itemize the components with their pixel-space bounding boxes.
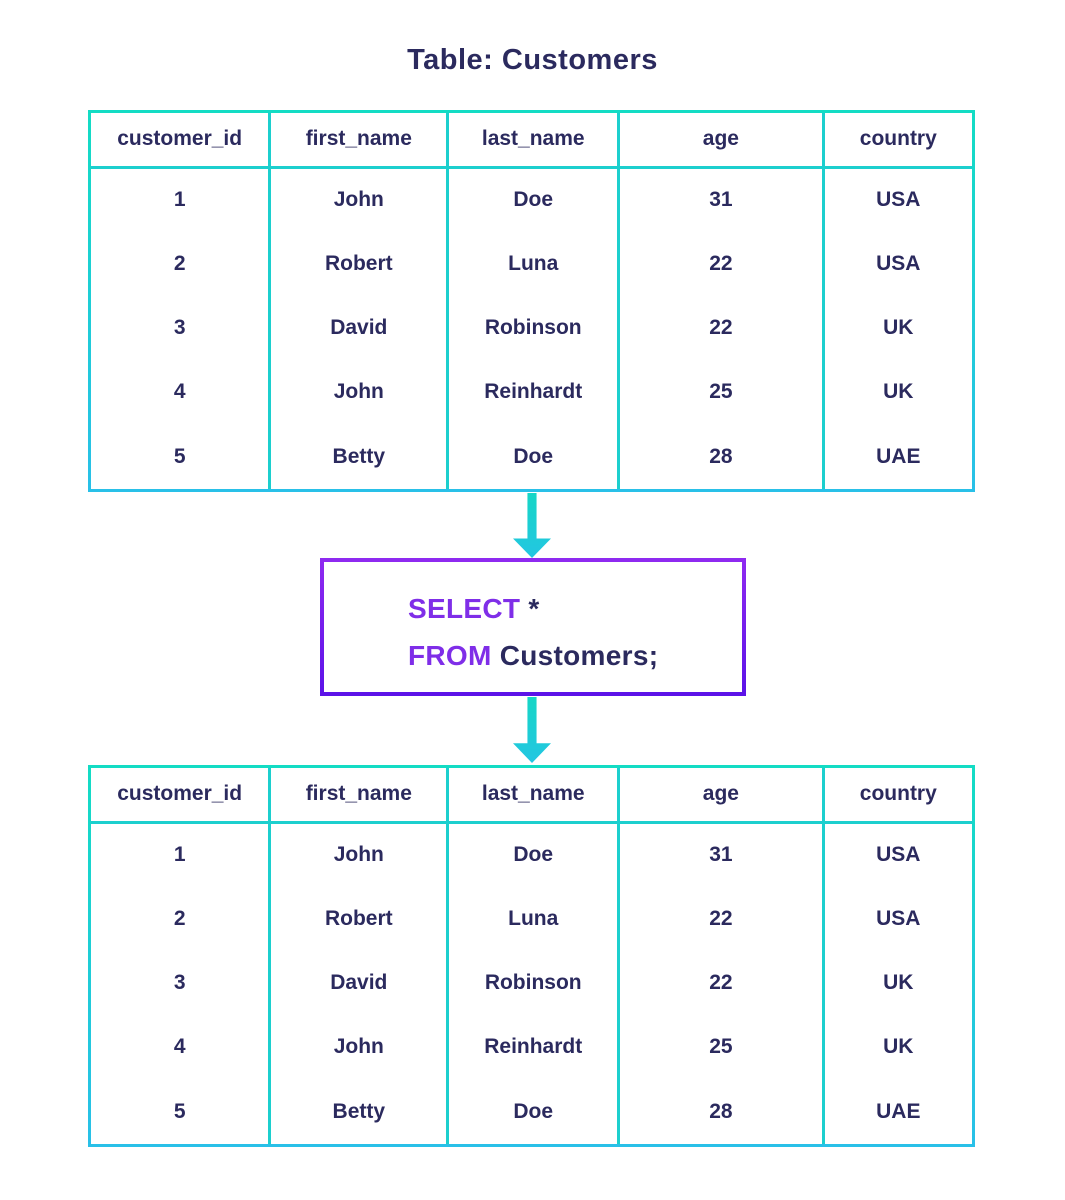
table-cell: Robinson — [446, 295, 621, 361]
table-cell: Doe — [446, 822, 621, 887]
sql-keyword-from: FROM — [408, 640, 492, 671]
table-cell: UAE — [821, 424, 972, 489]
table-cell: USA — [821, 231, 972, 296]
table-cell: Betty — [268, 1079, 450, 1144]
table-cell: David — [268, 950, 450, 1016]
column-header-first_name: first_name — [268, 113, 450, 169]
table-cell: Robert — [268, 231, 450, 296]
table-cell: Robinson — [446, 950, 621, 1016]
table-cell: John — [268, 822, 450, 887]
column-header-age: age — [617, 768, 825, 824]
table-cell: 22 — [617, 886, 825, 951]
table-cell: Betty — [268, 424, 450, 489]
column-header-country: country — [821, 113, 972, 169]
table-cell: UK — [821, 1015, 972, 1080]
table-cell: 22 — [617, 295, 825, 361]
table-cell: 31 — [617, 167, 825, 232]
column-header-customer_id: customer_id — [91, 113, 272, 169]
table-cell: John — [268, 360, 450, 425]
column-header-last_name: last_name — [446, 113, 621, 169]
table-cell: 28 — [617, 1079, 825, 1144]
table-cell: Doe — [446, 1079, 621, 1144]
table-cell: UK — [821, 295, 972, 361]
sql-keyword-select: SELECT — [408, 593, 521, 624]
table-cell: USA — [821, 167, 972, 232]
column-header-last_name: last_name — [446, 768, 621, 824]
column-header-first_name: first_name — [268, 768, 450, 824]
table-cell: UK — [821, 950, 972, 1016]
table-cell: 22 — [617, 950, 825, 1016]
table-cell: Doe — [446, 167, 621, 232]
table-cell: Reinhardt — [446, 360, 621, 425]
diagram-title: Table: Customers — [407, 44, 658, 76]
sql-select-argument: * — [528, 593, 540, 624]
table-cell: Luna — [446, 231, 621, 296]
table-cell: UAE — [821, 1079, 972, 1144]
table-cell: USA — [821, 822, 972, 887]
sql-query-box: SELECT * FROM Customers; — [320, 558, 746, 696]
table-cell: 31 — [617, 822, 825, 887]
column-header-customer_id: customer_id — [91, 768, 272, 824]
table-cell: 2 — [91, 231, 272, 296]
table-cell: 5 — [91, 1079, 272, 1144]
table-cell: Luna — [446, 886, 621, 951]
column-header-age: age — [617, 113, 825, 169]
table-cell: David — [268, 295, 450, 361]
table-cell: 2 — [91, 886, 272, 951]
table-cell: 25 — [617, 1015, 825, 1080]
sql-from-argument: Customers; — [499, 640, 659, 671]
table-cell: 1 — [91, 167, 272, 232]
table-cell: Robert — [268, 886, 450, 951]
query-line-from: FROM Customers; — [408, 632, 732, 679]
arrow-down-icon — [513, 697, 551, 763]
column-header-country: country — [821, 768, 972, 824]
table-cell: Doe — [446, 424, 621, 489]
table-cell: 3 — [91, 950, 272, 1016]
query-line-select: SELECT * — [408, 585, 732, 632]
table-cell: John — [268, 167, 450, 232]
table-cell: 4 — [91, 360, 272, 425]
table-cell: 5 — [91, 424, 272, 489]
arrow-down-icon — [513, 493, 551, 558]
table-cell: 3 — [91, 295, 272, 361]
table-cell: 25 — [617, 360, 825, 425]
table-cell: USA — [821, 886, 972, 951]
table-cell: 1 — [91, 822, 272, 887]
table-cell: 22 — [617, 231, 825, 296]
table-cell: 4 — [91, 1015, 272, 1080]
table-cell: 28 — [617, 424, 825, 489]
table-cell: Reinhardt — [446, 1015, 621, 1080]
table-cell: John — [268, 1015, 450, 1080]
table-cell: UK — [821, 360, 972, 425]
sql-query-text: SELECT * FROM Customers; — [324, 562, 742, 692]
